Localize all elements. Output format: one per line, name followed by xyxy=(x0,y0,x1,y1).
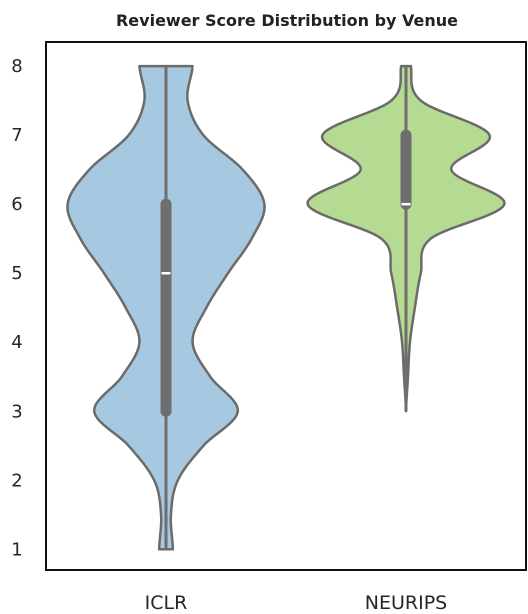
x-axis: ICLR NEURIPS xyxy=(145,592,448,614)
x-tick-label: NEURIPS xyxy=(365,592,447,614)
violin-layer xyxy=(66,64,506,551)
y-tick-label: 8 xyxy=(11,56,22,77)
y-tick-label: 4 xyxy=(11,332,22,353)
y-tick-label: 7 xyxy=(11,125,22,146)
y-tick-label: 1 xyxy=(11,539,22,560)
y-tick-label: 6 xyxy=(11,194,22,215)
plot-frame xyxy=(45,41,527,571)
y-tick-label: 3 xyxy=(11,401,22,422)
y-axis: 1 2 3 4 5 6 7 8 xyxy=(11,56,22,560)
y-tick-label: 2 xyxy=(11,470,22,491)
chart-title: Reviewer Score Distribution by Venue xyxy=(116,11,458,30)
x-tick-label: ICLR xyxy=(145,592,188,614)
y-tick-label: 5 xyxy=(11,263,22,284)
